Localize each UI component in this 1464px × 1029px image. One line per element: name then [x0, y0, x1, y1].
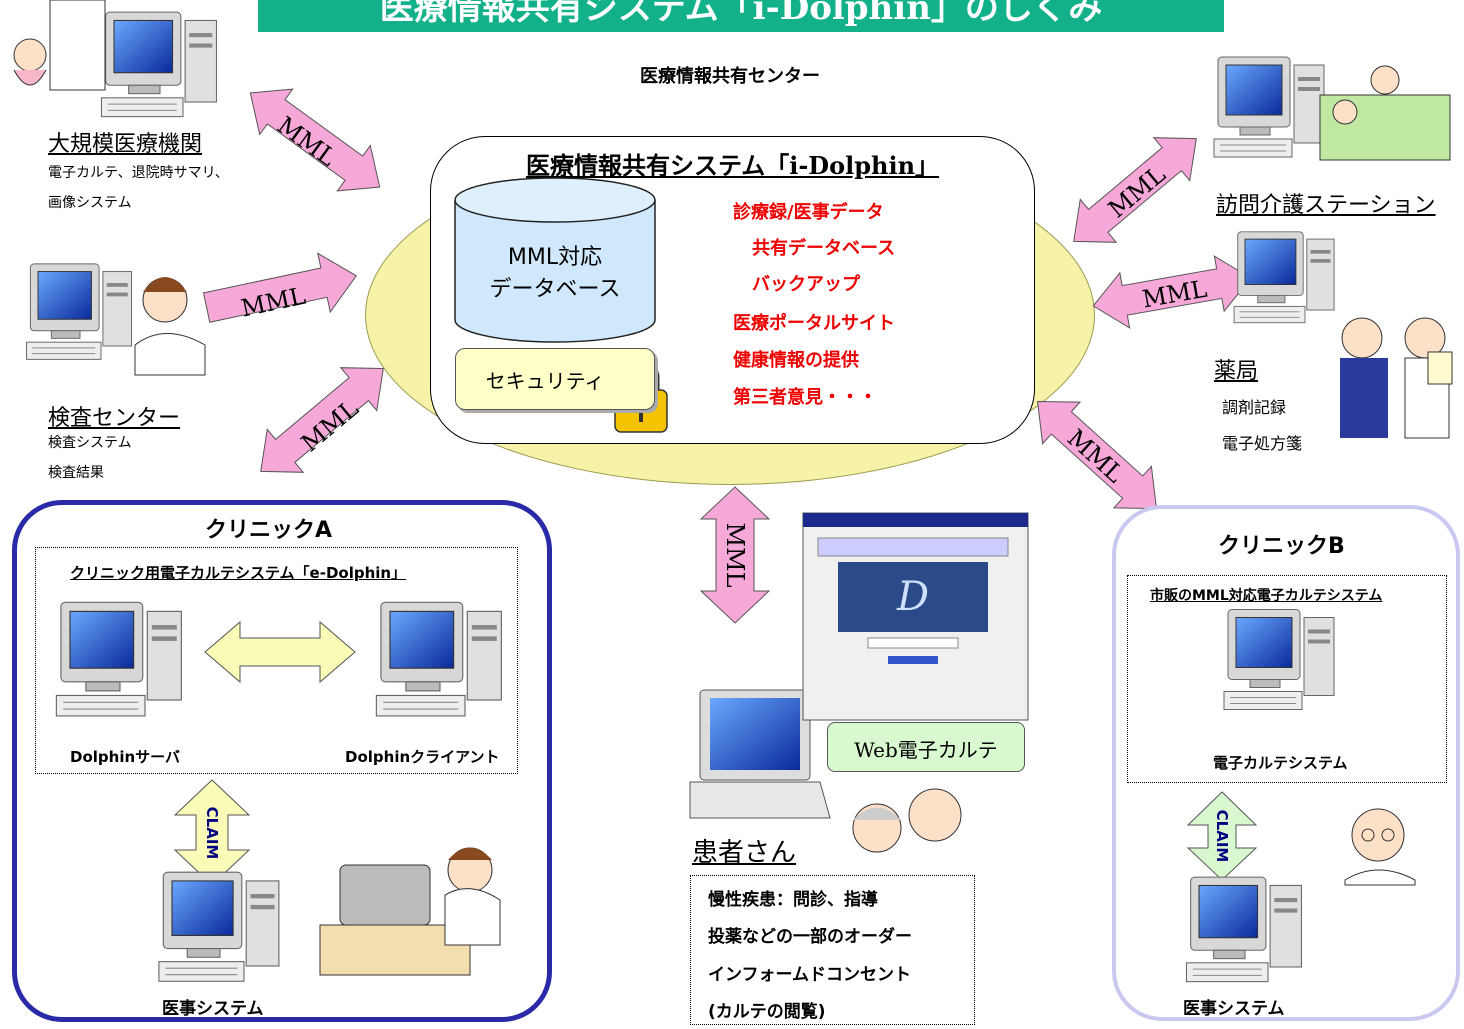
caregiver-patient-icon	[1319, 65, 1451, 161]
web-emr-box	[827, 722, 1025, 772]
lab-center-line2: 検査結果	[48, 465, 104, 481]
clinic-b-title: クリニックB	[1218, 534, 1345, 559]
clinic-b-billing-label: 医事システム	[1183, 999, 1285, 1019]
mml-label-patient: MML	[721, 522, 749, 587]
web-emr-label: Web電子カルテ	[854, 738, 998, 762]
database-label: MML対応 データベース	[455, 242, 655, 306]
laptop-icon	[689, 689, 831, 819]
lab-center-line1: 検査システム	[48, 435, 132, 451]
lab-technician-icon	[134, 277, 206, 376]
pharmacist-doctor-icon	[1340, 317, 1453, 439]
clinic-a-billing-label: 医事システム	[162, 999, 264, 1019]
svg-text:D: D	[896, 574, 929, 620]
database-label-line1: MML対応	[507, 245, 603, 270]
clinic-a-title: クリニックA	[205, 518, 333, 543]
clinic-b-system-title: 市販のMML対応電子カルテシステム	[1150, 588, 1383, 604]
service-item: 医療ポータルサイト	[733, 313, 895, 334]
service-item: バックアップ	[752, 274, 860, 295]
pharmacy-title: 薬局	[1214, 359, 1259, 384]
nurse-icon	[13, 0, 106, 91]
mml-arrow-home-nursing	[1073, 137, 1197, 243]
security-label: セキュリティ	[485, 369, 605, 393]
clinic-b-emr-label: 電子カルテシステム	[1213, 754, 1348, 772]
page-title: 医療情報共有システム「i-Dolphin」のしくみ	[258, 0, 1224, 32]
service-item: 第三者意見・・・	[733, 387, 877, 408]
large-hospital-title: 大規模医療機関	[48, 132, 203, 157]
clinic-b-frame	[1112, 505, 1460, 1021]
mml-arrow-patient	[699, 486, 771, 624]
computer-pharmacy-icon	[1233, 231, 1335, 324]
pharmacy-line1: 調剤記録	[1222, 398, 1287, 417]
database-label-line2: データベース	[489, 277, 621, 302]
claim-label-clinic-a: CLAIM	[203, 807, 221, 860]
service-item: 共有データベース	[752, 238, 896, 259]
doctor-icon	[1344, 808, 1416, 886]
clinic-b-system-box	[1127, 575, 1447, 783]
patient-item: インフォームドコンセント	[708, 965, 911, 985]
elderly-couple-icon	[852, 788, 962, 853]
home-nursing-title: 訪問介護ステーション	[1216, 193, 1436, 218]
clinic-a-link-arrow	[204, 620, 356, 684]
dolphin-server-label: Dolphinサーバ	[70, 748, 180, 766]
pharmacy-line2: 電子処方箋	[1222, 434, 1303, 453]
service-item: 診療録/医事データ	[733, 202, 884, 223]
patient-item: 慢性疾患：問診、指導	[708, 890, 878, 910]
clinic-a-system-box	[35, 547, 518, 774]
computer-large-hospital-icon	[100, 11, 217, 118]
operator-at-computer-icon	[319, 847, 501, 976]
large-hospital-line1: 電子カルテ、退院時サマリ、	[48, 165, 229, 181]
patient-item: 投薬などの一部のオーダー	[708, 927, 912, 947]
lab-center-title: 検査センター	[48, 406, 181, 431]
hub-system-title: 医療情報共有システム「i-Dolphin」	[525, 151, 940, 180]
patient-title: 患者さん	[692, 838, 797, 868]
patient-item: (カルテの閲覧)	[708, 1002, 826, 1022]
patient-info-box	[690, 875, 975, 1025]
large-hospital-line2: 画像システム	[48, 195, 132, 211]
clinic-a-frame	[12, 500, 552, 1022]
mml-arrow-large-hospital	[249, 88, 381, 192]
mml-arrow-lab	[202, 252, 358, 323]
web-browser-window: D	[802, 512, 1029, 721]
claim-label-clinic-b: CLAIM	[1213, 810, 1231, 863]
center-label: 医療情報共有センター	[640, 66, 820, 87]
dolphin-client-label: Dolphinクライアント	[345, 748, 500, 766]
computer-home-nursing-icon	[1213, 56, 1325, 158]
computer-lab-icon	[26, 263, 133, 360]
database-icon	[454, 177, 656, 343]
service-item: 健康情報の提供	[733, 350, 859, 371]
mml-arrow-clinic-a	[260, 367, 384, 473]
security-box	[455, 348, 655, 410]
clinic-a-system-title: クリニック用電子カルテシステム「e-Dolphin」	[70, 564, 407, 582]
